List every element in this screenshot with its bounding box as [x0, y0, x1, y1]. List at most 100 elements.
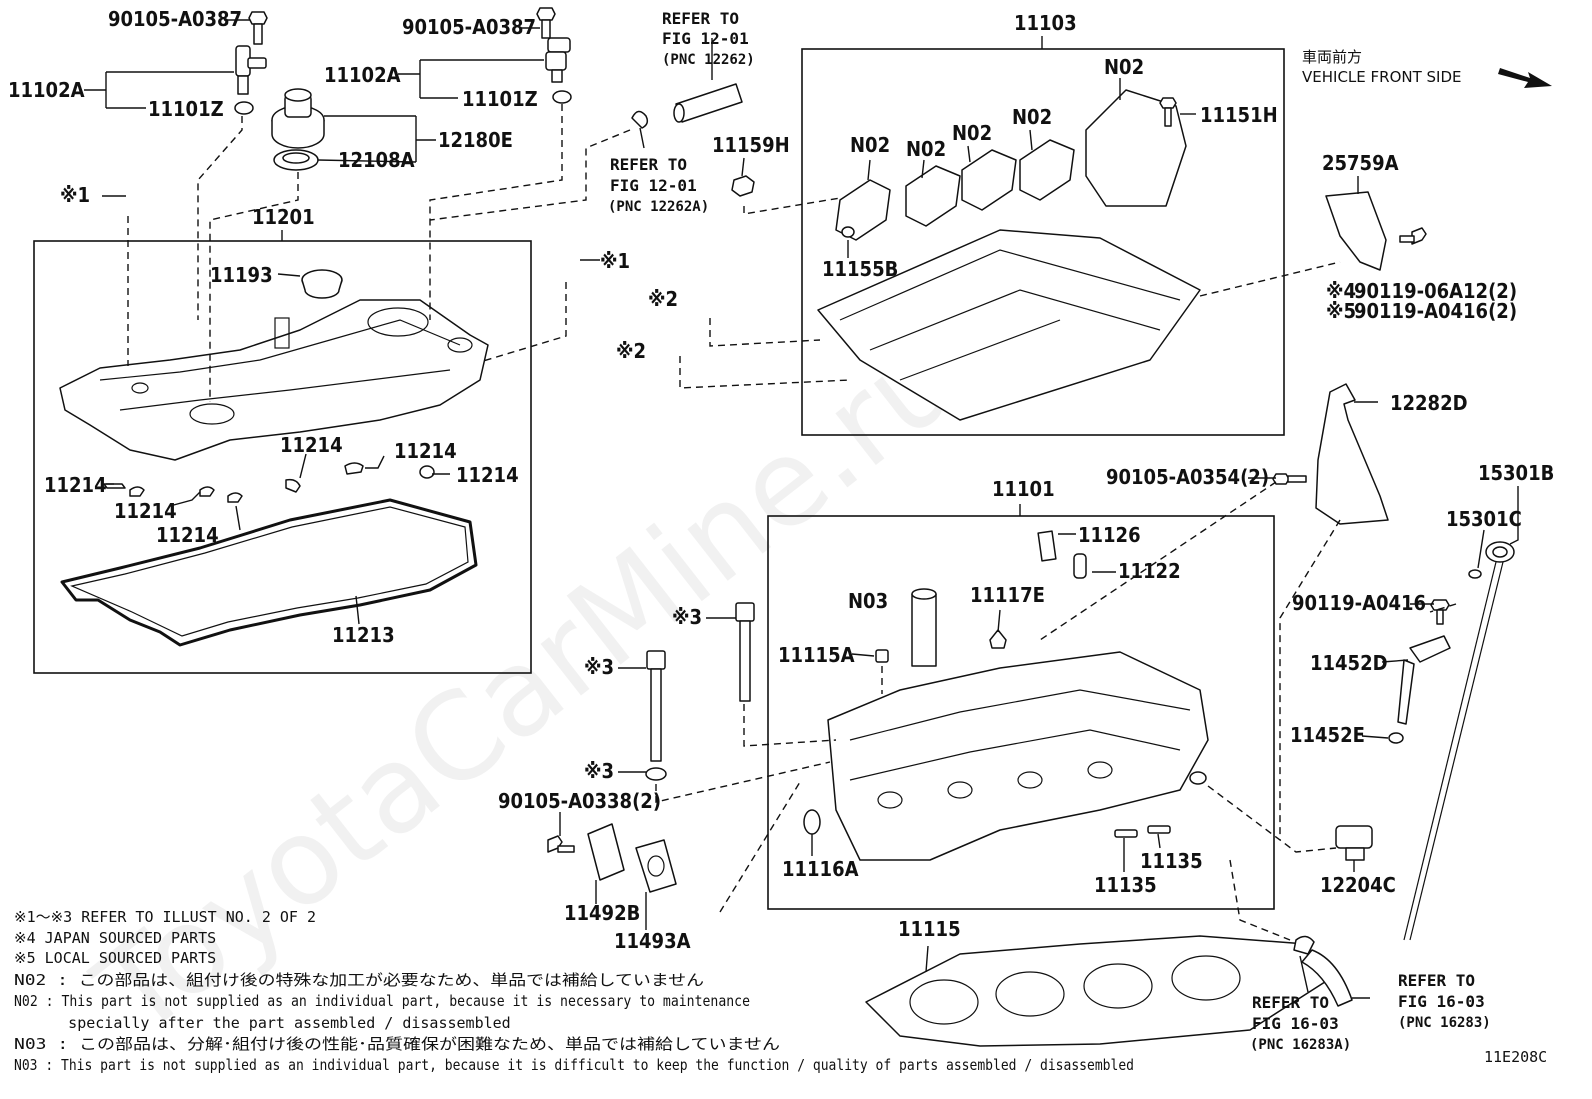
- diagram-code: 11E208C: [1484, 1048, 1547, 1066]
- gasket-12108A-drawing: [273, 149, 319, 171]
- note-line-5: N02 : This part is not supplied as an in…: [14, 992, 750, 1010]
- group-box-11101: [767, 515, 1275, 910]
- label-12108A[interactable]: 12108A: [338, 148, 415, 172]
- label-15301B[interactable]: 15301B: [1478, 461, 1554, 485]
- label-11102A-right[interactable]: 11102A: [324, 63, 401, 87]
- label-11214-f[interactable]: 11214: [156, 523, 219, 547]
- label-N02-e[interactable]: N02: [850, 133, 890, 157]
- bolt-90105-A0354-drawing: [1272, 473, 1307, 485]
- ref-16283-line3: (PNC 16283): [1398, 1015, 1491, 1031]
- cylinder-head-cover-11201-drawing: [59, 299, 489, 461]
- label-11493A[interactable]: 11493A: [614, 929, 691, 953]
- o-ring-11101Z-left-drawing: [234, 101, 254, 115]
- ref-16283A-line2: FIG 16-03: [1252, 1014, 1339, 1033]
- bolt-90119-06A12-drawing: [1399, 227, 1427, 245]
- pin-11122-drawing: [1073, 553, 1087, 579]
- label-11115[interactable]: 11115: [898, 917, 961, 941]
- sensor-11102A-left-drawing: [235, 45, 267, 95]
- pin-11115A-drawing: [875, 649, 889, 663]
- label-11101Z-right[interactable]: 11101Z: [462, 87, 538, 111]
- ref-16283A-line3: (PNC 16283A): [1250, 1037, 1351, 1053]
- ref-16283-line2: FIG 16-03: [1398, 992, 1485, 1011]
- o-ring-15301C-drawing: [1468, 569, 1482, 579]
- clamp-reference-drawing: [631, 110, 649, 129]
- o-ring-11101Z-right-drawing: [552, 90, 572, 104]
- label-11214-e[interactable]: 11214: [114, 499, 177, 523]
- label-11116A[interactable]: 11116A: [782, 857, 859, 881]
- vehicle-front-jp: 車両前方: [1302, 48, 1362, 66]
- symbol-5: ※5: [1326, 299, 1356, 323]
- ref-12262A-line2: FIG 12-01: [610, 176, 697, 195]
- label-11214-d[interactable]: 11214: [44, 473, 107, 497]
- cylinder-head-11101-drawing: [827, 651, 1209, 861]
- label-N03[interactable]: N03: [848, 589, 888, 613]
- note-line-1: ※1～※3 REFER TO ILLUST NO. 2 OF 2: [14, 908, 316, 926]
- label-11122[interactable]: 11122: [1118, 559, 1181, 583]
- assembly-dashed-lines: [127, 104, 1457, 941]
- label-12282D[interactable]: 12282D: [1390, 391, 1468, 415]
- pin-11126-drawing: [1037, 530, 1057, 562]
- label-12204C[interactable]: 12204C: [1320, 873, 1396, 897]
- label-N02-d[interactable]: N02: [906, 137, 946, 161]
- plug-11116A-drawing: [803, 809, 821, 835]
- camshaft-housing-11103-drawing: [817, 89, 1201, 421]
- label-11135-b[interactable]: 11135: [1094, 873, 1157, 897]
- label-90119-A0416[interactable]: 90119-A0416: [1292, 591, 1426, 615]
- label-90105-A0354[interactable]: 90105-A0354(2): [1106, 465, 1269, 489]
- label-11115A[interactable]: 11115A: [778, 643, 855, 667]
- vehicle-front-en: VEHICLE FRONT SIDE: [1302, 68, 1462, 86]
- label-90119-06A12[interactable]: 90119-06A12(2): [1354, 279, 1517, 303]
- bracket-25759A-drawing: [1325, 191, 1387, 271]
- label-N02-b[interactable]: N02: [1012, 105, 1052, 129]
- label-11103[interactable]: 11103: [1014, 11, 1077, 35]
- o-ring-11452E-drawing: [1388, 732, 1404, 744]
- label-11155B[interactable]: 11155B: [822, 257, 898, 281]
- ref-16283-line1: REFER TO: [1398, 971, 1475, 990]
- plug-12204C-drawing: [1335, 825, 1373, 861]
- note-line-6: specially after the part assembled / dis…: [14, 1014, 511, 1032]
- plug-11193-drawing: [301, 269, 343, 299]
- label-90105-A0387-left[interactable]: 90105-A0387: [108, 7, 242, 31]
- label-11117E[interactable]: 11117E: [970, 583, 1045, 607]
- label-11126[interactable]: 11126: [1078, 523, 1141, 547]
- symbol-2-a: ※2: [648, 287, 678, 311]
- label-11151H[interactable]: 11151H: [1200, 103, 1278, 127]
- tube-reference-drawing: [673, 83, 743, 123]
- symbol-1-b: ※1: [600, 249, 630, 273]
- guide-N03-drawing: [911, 588, 937, 667]
- label-90105-A0387-right[interactable]: 90105-A0387: [402, 15, 536, 39]
- ref-12262-line1: REFER TO: [662, 9, 739, 28]
- label-11201[interactable]: 11201: [252, 205, 315, 229]
- label-N02-c[interactable]: N02: [952, 121, 992, 145]
- ref-16283A-line1: REFER TO: [1252, 993, 1329, 1012]
- label-11159H[interactable]: 11159H: [712, 133, 790, 157]
- label-15301C[interactable]: 15301C: [1446, 507, 1522, 531]
- label-11101[interactable]: 11101: [992, 477, 1055, 501]
- label-90119-A0416-2[interactable]: 90119-A0416(2): [1354, 299, 1517, 323]
- label-11214-c[interactable]: 11214: [456, 463, 519, 487]
- label-11213[interactable]: 11213: [332, 623, 395, 647]
- pin-11135-b-drawing: [1147, 825, 1171, 834]
- label-11492B[interactable]: 11492B: [564, 901, 640, 925]
- label-90105-A0338[interactable]: 90105-A0338(2): [498, 789, 661, 813]
- label-11193[interactable]: 11193: [210, 263, 273, 287]
- bolt-11151H-drawing: [1159, 97, 1177, 127]
- label-11452E[interactable]: 11452E: [1290, 723, 1365, 747]
- sensor-11102A-right-drawing: [545, 37, 571, 83]
- gauge-guide-11452D-drawing: [1397, 635, 1451, 725]
- label-N02-a[interactable]: N02: [1104, 55, 1144, 79]
- label-11135-a[interactable]: 11135: [1140, 849, 1203, 873]
- oil-filler-cap-12180E-drawing: [271, 88, 325, 149]
- label-11214-b[interactable]: 11214: [394, 439, 457, 463]
- gasket-11213-drawing: [60, 498, 478, 647]
- bolt-head-long-2-drawing: [646, 650, 666, 762]
- label-11101Z-left[interactable]: 11101Z: [148, 97, 224, 121]
- label-11102A-left[interactable]: 11102A: [8, 78, 85, 102]
- note-line-2: ※4 JAPAN SOURCED PARTS: [14, 929, 216, 947]
- label-12180E[interactable]: 12180E: [438, 128, 513, 152]
- label-25759A[interactable]: 25759A: [1322, 151, 1399, 175]
- label-11214-a[interactable]: 11214: [280, 433, 343, 457]
- note-line-8: N03 : This part is not supplied as an in…: [14, 1056, 1134, 1074]
- label-11452D[interactable]: 11452D: [1310, 651, 1388, 675]
